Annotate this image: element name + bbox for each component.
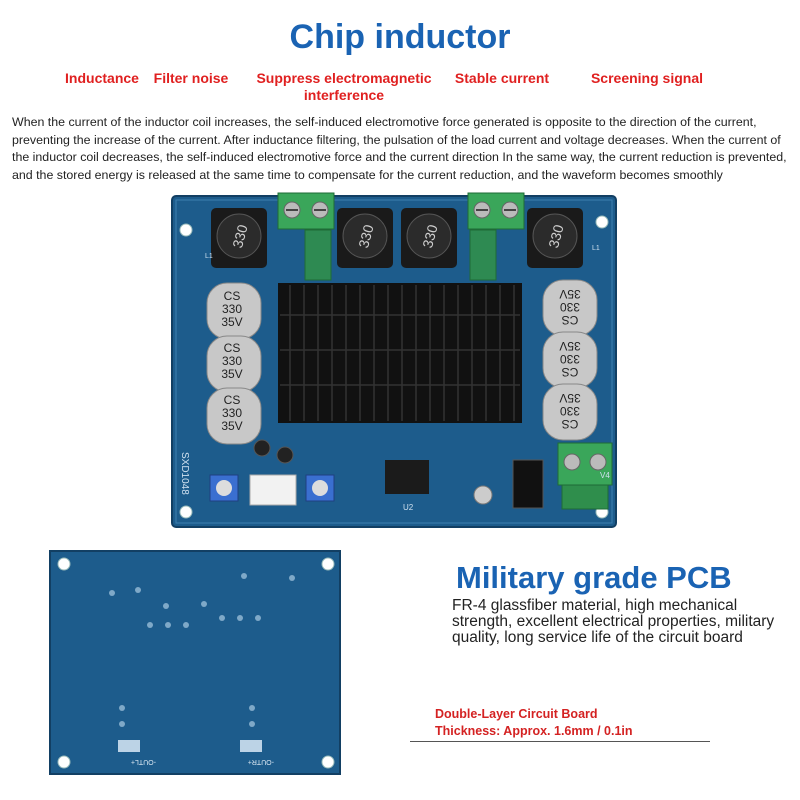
svg-text:330: 330: [355, 223, 377, 250]
electrolytic-capacitor: CS 330 35V: [542, 279, 598, 337]
svg-text:35V: 35V: [559, 339, 580, 353]
svg-text:35V: 35V: [221, 367, 242, 381]
film-capacitor: [469, 229, 497, 281]
mounting-hole: [179, 223, 193, 237]
ic-chip: [385, 460, 429, 494]
svg-text:330: 330: [560, 300, 580, 314]
inductor-4: 330: [527, 208, 583, 268]
output-terminal-left: [277, 192, 335, 230]
svg-text:CS: CS: [224, 289, 241, 303]
diode: [512, 459, 544, 509]
solder-pad: [118, 740, 140, 752]
svg-text:-OUTL+: -OUTL+: [131, 758, 156, 765]
svg-text:-OUTR+: -OUTR+: [248, 758, 274, 765]
mounting-hole: [595, 215, 609, 229]
svg-text:330: 330: [419, 223, 441, 250]
svg-text:CS: CS: [562, 417, 579, 431]
electrolytic-capacitor: CS 330 35V: [206, 387, 262, 445]
svg-text:330: 330: [560, 404, 580, 418]
svg-text:L1: L1: [592, 245, 600, 252]
svg-text:V4: V4: [600, 471, 610, 480]
solder-pad: [240, 740, 262, 752]
pcb-board-bottom: [49, 550, 341, 775]
svg-text:35V: 35V: [559, 391, 580, 405]
electrolytic-capacitor: CS 330 35V: [206, 335, 262, 393]
feature-inductance: Inductance: [65, 70, 139, 86]
svg-text:330: 330: [229, 223, 251, 250]
svg-text:330: 330: [560, 352, 580, 366]
svg-text:L1: L1: [205, 253, 213, 260]
svg-text:CS: CS: [224, 341, 241, 355]
inductor-1: 330: [211, 208, 267, 268]
svg-text:330: 330: [545, 223, 567, 250]
input-connector: [249, 474, 297, 506]
page-title: Chip inductor: [289, 18, 511, 56]
thickness-label: Thickness: Approx. 1.6mm / 0.1in: [435, 724, 633, 738]
svg-text:330: 330: [222, 406, 242, 420]
svg-text:330: 330: [222, 354, 242, 368]
svg-text:35V: 35V: [559, 287, 580, 301]
svg-text:U2: U2: [403, 503, 414, 512]
double-layer-label: Double-Layer Circuit Board: [435, 707, 598, 721]
svg-text:35V: 35V: [221, 419, 242, 433]
pcb-thickness-note: Double-Layer Circuit Board Thickness: Ap…: [435, 706, 633, 740]
electrolytic-capacitor: CS 330 35V: [542, 383, 598, 441]
inductor-2: 330: [337, 208, 393, 268]
svg-text:CS: CS: [562, 365, 579, 379]
pcb-section-text: FR-4 glassfiber material, high mechanica…: [452, 597, 775, 646]
small-capacitor: [276, 446, 294, 464]
feature-stable-current: Stable current: [454, 70, 550, 86]
inductor-description: When the current of the inductor coil in…: [12, 115, 787, 182]
power-terminal: [557, 442, 613, 510]
inductor-3: 330: [401, 208, 457, 268]
film-capacitor: [304, 229, 332, 281]
electrolytic-capacitor: CS 330 35V: [206, 282, 262, 340]
feature-screening-signal: Screening signal: [590, 70, 704, 86]
small-capacitor: [473, 485, 493, 505]
svg-text:SXD1048: SXD1048: [179, 452, 190, 495]
small-capacitor: [253, 439, 271, 457]
mounting-hole: [179, 505, 193, 519]
divider-line: [410, 741, 710, 742]
output-terminal-right: [467, 192, 525, 230]
feature-filter-noise: Filter noise: [153, 70, 229, 86]
feature-suppress-emi: Suppress electromagnetic interference: [256, 70, 432, 103]
svg-text:CS: CS: [562, 313, 579, 327]
svg-text:35V: 35V: [221, 315, 242, 329]
svg-text:CS: CS: [224, 393, 241, 407]
pcb-section-title: Military grade PCB: [456, 560, 732, 595]
svg-text:330: 330: [222, 302, 242, 316]
